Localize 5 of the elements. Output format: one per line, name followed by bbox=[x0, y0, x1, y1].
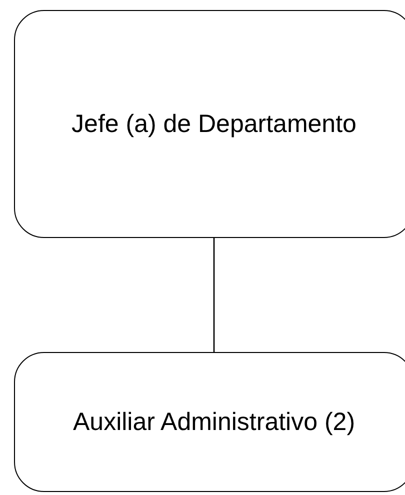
position-title: Jefe (a) de Departamento bbox=[72, 109, 356, 140]
org-box bbox=[14, 352, 405, 492]
connector-line bbox=[213, 238, 215, 352]
position-title: Auxiliar Administrativo (2) bbox=[72, 406, 356, 438]
org-box bbox=[14, 10, 405, 238]
